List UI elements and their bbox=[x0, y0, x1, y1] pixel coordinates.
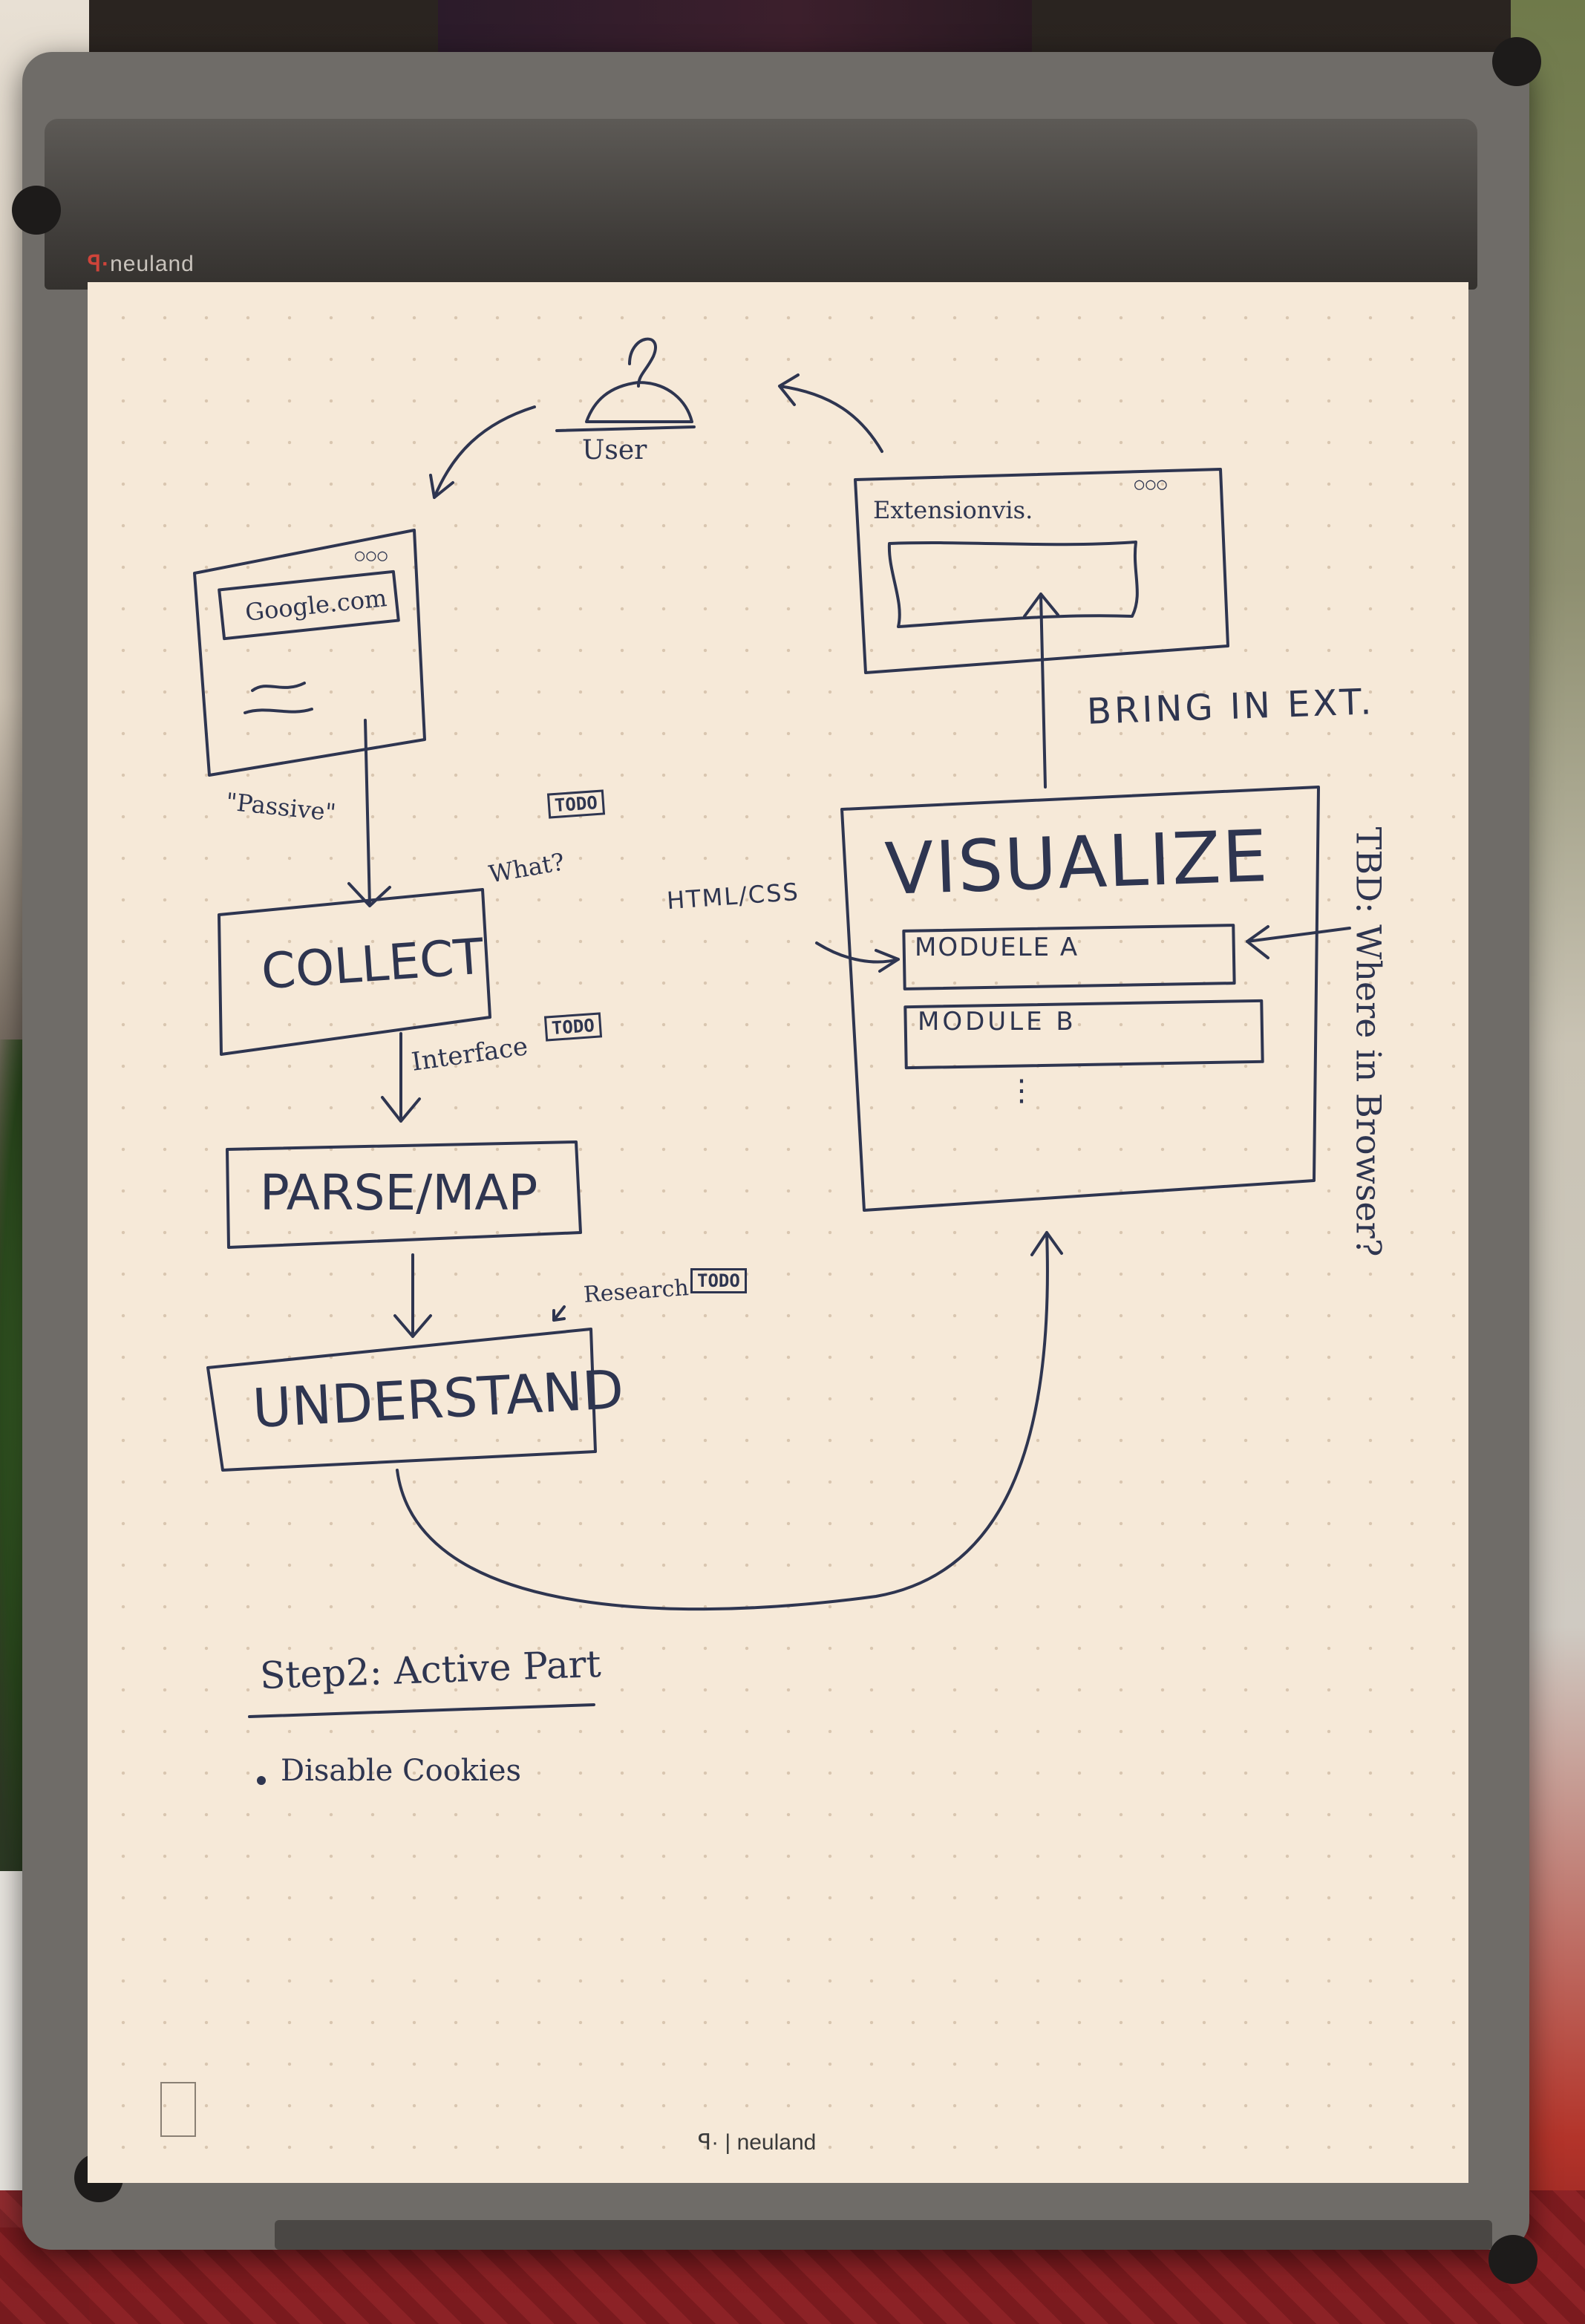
module-b-box bbox=[903, 999, 1264, 1070]
arrow-html-css bbox=[815, 941, 900, 973]
arrow-tbd bbox=[1246, 925, 1351, 959]
tbd-label: TBD: Where in Browser? bbox=[1348, 826, 1389, 1257]
marker-tray bbox=[275, 2220, 1492, 2250]
visualize-box bbox=[840, 786, 1320, 1212]
arrow-visualize-to-extension bbox=[1023, 593, 1059, 789]
browser-content-lines bbox=[244, 682, 313, 714]
visualize-label: VISUALIZE bbox=[883, 815, 1270, 911]
todo-badge-what: TODO bbox=[546, 789, 605, 819]
parse-map-label: PARSE/MAP bbox=[260, 1164, 538, 1221]
brand-logo-top: ꟼ·neuland bbox=[88, 251, 195, 277]
user-figure-icon bbox=[555, 337, 696, 432]
frame-bolt-top-left bbox=[12, 186, 61, 235]
brand-mark-icon: ꟼ· bbox=[698, 2130, 719, 2155]
understand-box bbox=[206, 1328, 597, 1472]
brand-logo-bottom: ꟼ· | neuland bbox=[698, 2130, 817, 2155]
brand-name: neuland bbox=[110, 252, 195, 276]
todo-badge-interface: TODO bbox=[543, 1012, 602, 1042]
brand-mark-icon: ꟼ· bbox=[88, 252, 111, 276]
frame-bolt-bottom-right bbox=[1488, 2235, 1537, 2284]
module-b-label: MODULE B bbox=[918, 1007, 1076, 1037]
fsc-logo-icon bbox=[160, 2082, 196, 2137]
extension-window bbox=[854, 468, 1229, 674]
module-a-box bbox=[902, 924, 1236, 990]
flipchart-header-bar bbox=[45, 119, 1477, 290]
module-ellipsis: ⋮ bbox=[1007, 1074, 1036, 1108]
todo-badge-research: TODO bbox=[690, 1268, 747, 1293]
module-a-label: MODUELE A bbox=[915, 933, 1079, 962]
bullet-icon bbox=[257, 1776, 266, 1785]
flipchart-paper bbox=[88, 282, 1468, 2183]
browser-url-bar bbox=[218, 569, 400, 641]
extension-vis-label: Extensionvis. bbox=[873, 496, 1033, 524]
arrow-extension-to-user bbox=[778, 373, 883, 453]
collect-box bbox=[218, 888, 491, 1056]
extension-window-dots: ○○○ bbox=[1134, 475, 1169, 494]
browser-window-dots: ○○○ bbox=[355, 546, 389, 565]
arrow-understand-to-visualize bbox=[396, 1231, 1063, 1611]
extension-content-box bbox=[887, 541, 1139, 628]
arrow-collect-to-parse bbox=[381, 1032, 421, 1123]
parse-map-box bbox=[226, 1140, 582, 1249]
arrow-user-to-browser bbox=[429, 405, 536, 499]
bullet-disable-cookies: Disable Cookies bbox=[281, 1754, 522, 1788]
step2-underline bbox=[248, 1703, 595, 1718]
brand-name: neuland bbox=[736, 2130, 817, 2155]
browser-window bbox=[193, 529, 426, 777]
user-label: User bbox=[582, 435, 647, 466]
arrow-research bbox=[552, 1305, 566, 1322]
frame-bolt-top-right bbox=[1492, 37, 1541, 86]
arrow-parse-to-understand bbox=[393, 1253, 432, 1338]
